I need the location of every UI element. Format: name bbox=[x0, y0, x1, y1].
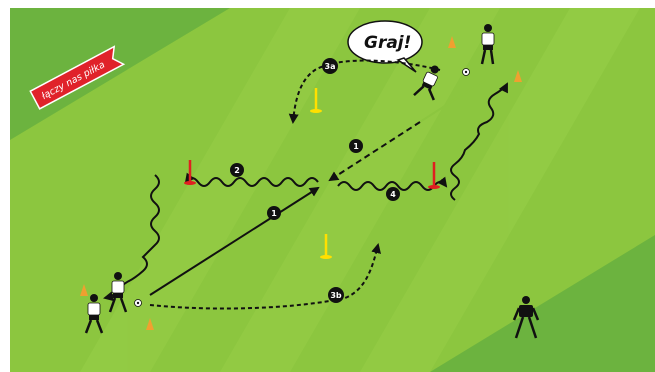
svg-text:4: 4 bbox=[390, 190, 396, 199]
svg-text:1: 1 bbox=[271, 209, 277, 218]
badge-run-right: 4 bbox=[386, 187, 400, 201]
soccer-ball-icon bbox=[135, 300, 142, 307]
badge-curve-bottom: 3b bbox=[328, 287, 344, 303]
svg-text:3a: 3a bbox=[325, 62, 336, 71]
badge-pass-main: 1 bbox=[267, 206, 281, 220]
badge-run-left: 2 bbox=[230, 163, 244, 177]
soccer-ball-icon bbox=[463, 69, 470, 76]
badge-curve-top: 3a bbox=[322, 58, 338, 74]
speech-text: Graj! bbox=[364, 33, 411, 53]
svg-text:2: 2 bbox=[234, 166, 240, 175]
badge-pass-return: 1 bbox=[349, 139, 363, 153]
svg-text:3b: 3b bbox=[330, 291, 342, 300]
svg-text:1: 1 bbox=[353, 142, 359, 151]
